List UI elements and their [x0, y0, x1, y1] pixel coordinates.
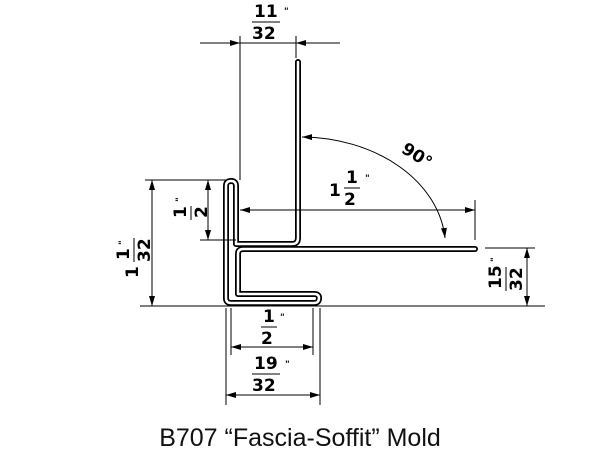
- dimension-angle: 90°: [301, 134, 447, 239]
- bottom-width-unit: ": [285, 360, 290, 370]
- overall-whole: 1: [123, 266, 143, 278]
- mold-profile: [223, 59, 478, 306]
- dimension-overall-height: 1 1 32 ": [114, 180, 155, 306]
- flange-unit: ": [365, 174, 370, 184]
- overall-denominator: 32: [135, 238, 155, 262]
- product-caption: B707 “Fascia-Soffit” Mold: [159, 424, 441, 452]
- lower-denominator: 32: [507, 267, 527, 291]
- bottom-width-denominator: 32: [252, 376, 276, 396]
- dimension-top-width: 11 32 ": [200, 2, 340, 46]
- hem-unit: ": [175, 197, 185, 202]
- hem-numerator: 1: [171, 206, 191, 218]
- dimension-lower-height: 15 32 ": [486, 248, 530, 306]
- top-width-denominator: 32: [252, 24, 276, 44]
- return-numerator: 1: [263, 307, 275, 327]
- dimension-hem-height: 1 2 ": [171, 180, 212, 240]
- top-width-numerator: 11: [254, 2, 278, 22]
- overall-numerator: 1: [114, 248, 134, 260]
- hem-denominator: 2: [192, 206, 212, 218]
- overall-unit: ": [118, 240, 128, 245]
- flange-numerator: 1: [346, 168, 358, 188]
- dimension-bottom-return: 1 2 ": [231, 307, 313, 350]
- flange-denominator: 2: [344, 190, 356, 210]
- dimension-bottom-width: 19 32 ": [226, 354, 320, 398]
- return-denominator: 2: [261, 329, 273, 349]
- extension-lines: [140, 36, 545, 405]
- bottom-width-numerator: 19: [254, 354, 278, 374]
- return-unit: ": [280, 313, 285, 323]
- angle-label: 90°: [398, 139, 436, 173]
- dimension-flange-length: 1 1 2 ": [240, 168, 475, 213]
- top-width-unit: ": [284, 7, 289, 17]
- lower-unit: ": [490, 257, 500, 262]
- lower-numerator: 15: [486, 265, 506, 289]
- flange-whole: 1: [329, 181, 341, 201]
